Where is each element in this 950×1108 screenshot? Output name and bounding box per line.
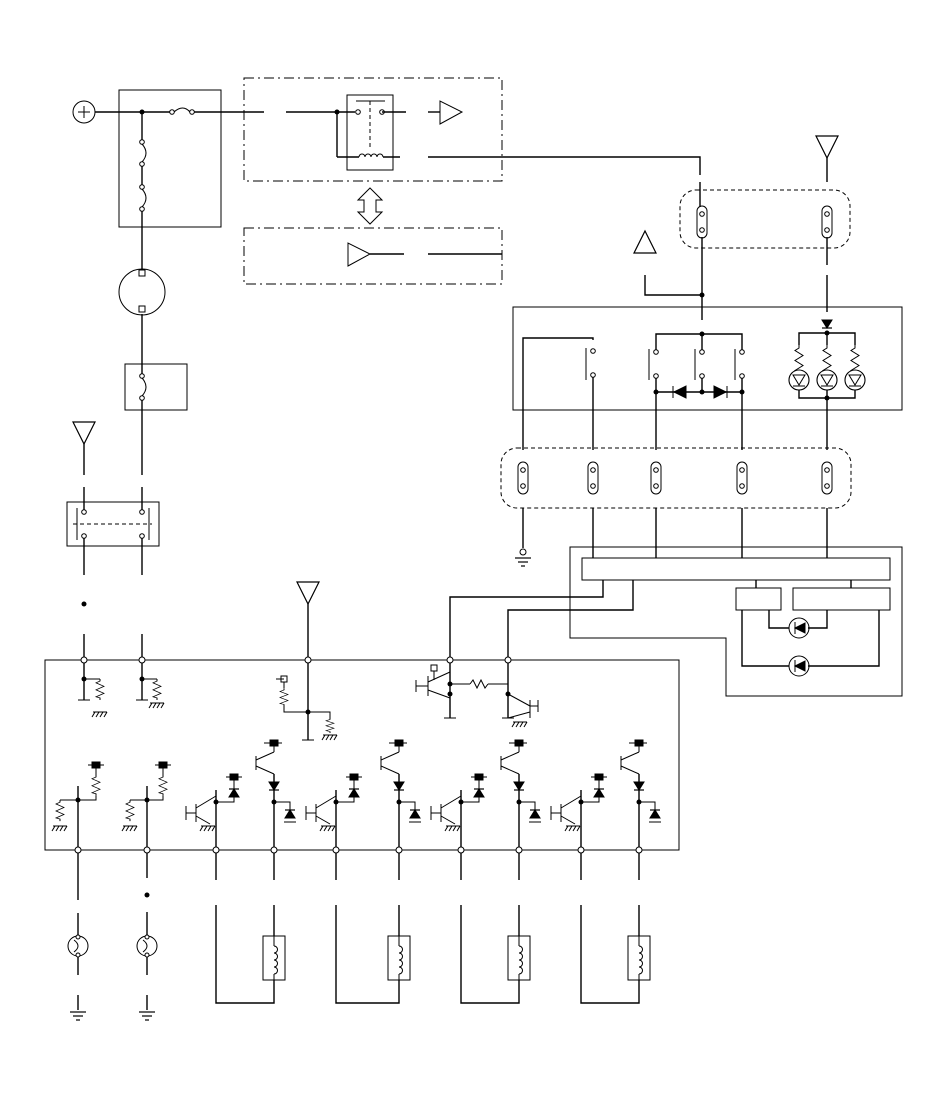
supply-icon <box>633 230 657 254</box>
output-circuit <box>51 761 104 848</box>
driver-circuit <box>255 739 296 848</box>
switch-icon <box>585 348 596 450</box>
ground-icon <box>514 557 532 567</box>
driver-circuit <box>500 739 541 848</box>
driver-circuit <box>550 773 607 848</box>
supply-icon <box>815 135 839 159</box>
diode-icon <box>672 385 687 399</box>
ignition-switch-icon <box>118 268 166 316</box>
signal-out-icon <box>439 100 464 125</box>
switch-icon <box>648 349 659 380</box>
module-bus <box>581 557 891 581</box>
fuse-box <box>124 363 188 411</box>
ground-icon <box>138 1011 156 1021</box>
led-icon <box>788 369 810 391</box>
connector-box <box>679 189 851 249</box>
connector-pin-icon <box>650 461 662 495</box>
input-circuit <box>136 663 165 709</box>
input-circuit <box>276 663 338 741</box>
alt-relay-box <box>243 227 503 285</box>
connector-pin-icon <box>821 205 833 239</box>
input-circuit <box>78 663 108 718</box>
connector-pin-icon <box>736 461 748 495</box>
driver-circuit <box>620 739 661 848</box>
diode-icon <box>821 319 833 329</box>
relay-box <box>243 77 503 182</box>
supply-icon <box>72 421 96 445</box>
relay-coil-icon <box>336 94 406 171</box>
connector-box <box>66 501 160 547</box>
double-arrow-icon <box>356 187 384 225</box>
switch-icon <box>76 508 87 540</box>
connector-pin-icon <box>587 461 599 495</box>
switch-unit <box>512 306 903 411</box>
fuse-icon <box>142 107 264 115</box>
bulb-icon <box>136 934 158 958</box>
driver-circuit <box>430 773 487 848</box>
connector-pin-icon <box>696 205 708 239</box>
led-icon <box>788 617 810 639</box>
module-block <box>792 587 891 611</box>
switch-icon <box>734 349 745 380</box>
switch-icon <box>139 508 150 540</box>
control-unit <box>44 659 680 851</box>
fuse-icon <box>139 112 147 270</box>
transistor-icon <box>415 663 508 719</box>
led-icon <box>844 369 866 391</box>
connector-pin-icon <box>821 461 833 495</box>
led-icon <box>816 369 838 391</box>
output-circuit <box>121 761 171 848</box>
driver-circuit <box>185 773 242 848</box>
bulb-icon <box>67 934 89 958</box>
fuse-box <box>118 89 222 228</box>
signal-in-icon <box>347 242 372 267</box>
solenoid-coil-icon <box>262 935 286 981</box>
switch-icon <box>694 349 705 380</box>
diode-icon <box>713 385 728 399</box>
module-block <box>735 587 782 611</box>
solenoid-coil-icon <box>387 935 411 981</box>
solenoid-coil-icon <box>627 935 651 981</box>
led-icon <box>788 655 810 677</box>
connector-box <box>500 447 852 509</box>
solenoid-coil-icon <box>507 935 531 981</box>
supply-icon <box>296 581 320 605</box>
control-module <box>569 546 903 697</box>
ground-icon <box>69 1011 87 1021</box>
driver-circuit <box>305 773 362 848</box>
fuse-icon <box>139 373 147 401</box>
transistor-icon <box>502 663 539 728</box>
connector-pin-icon <box>517 461 529 495</box>
driver-circuit <box>380 739 421 848</box>
battery-icon <box>72 100 96 124</box>
